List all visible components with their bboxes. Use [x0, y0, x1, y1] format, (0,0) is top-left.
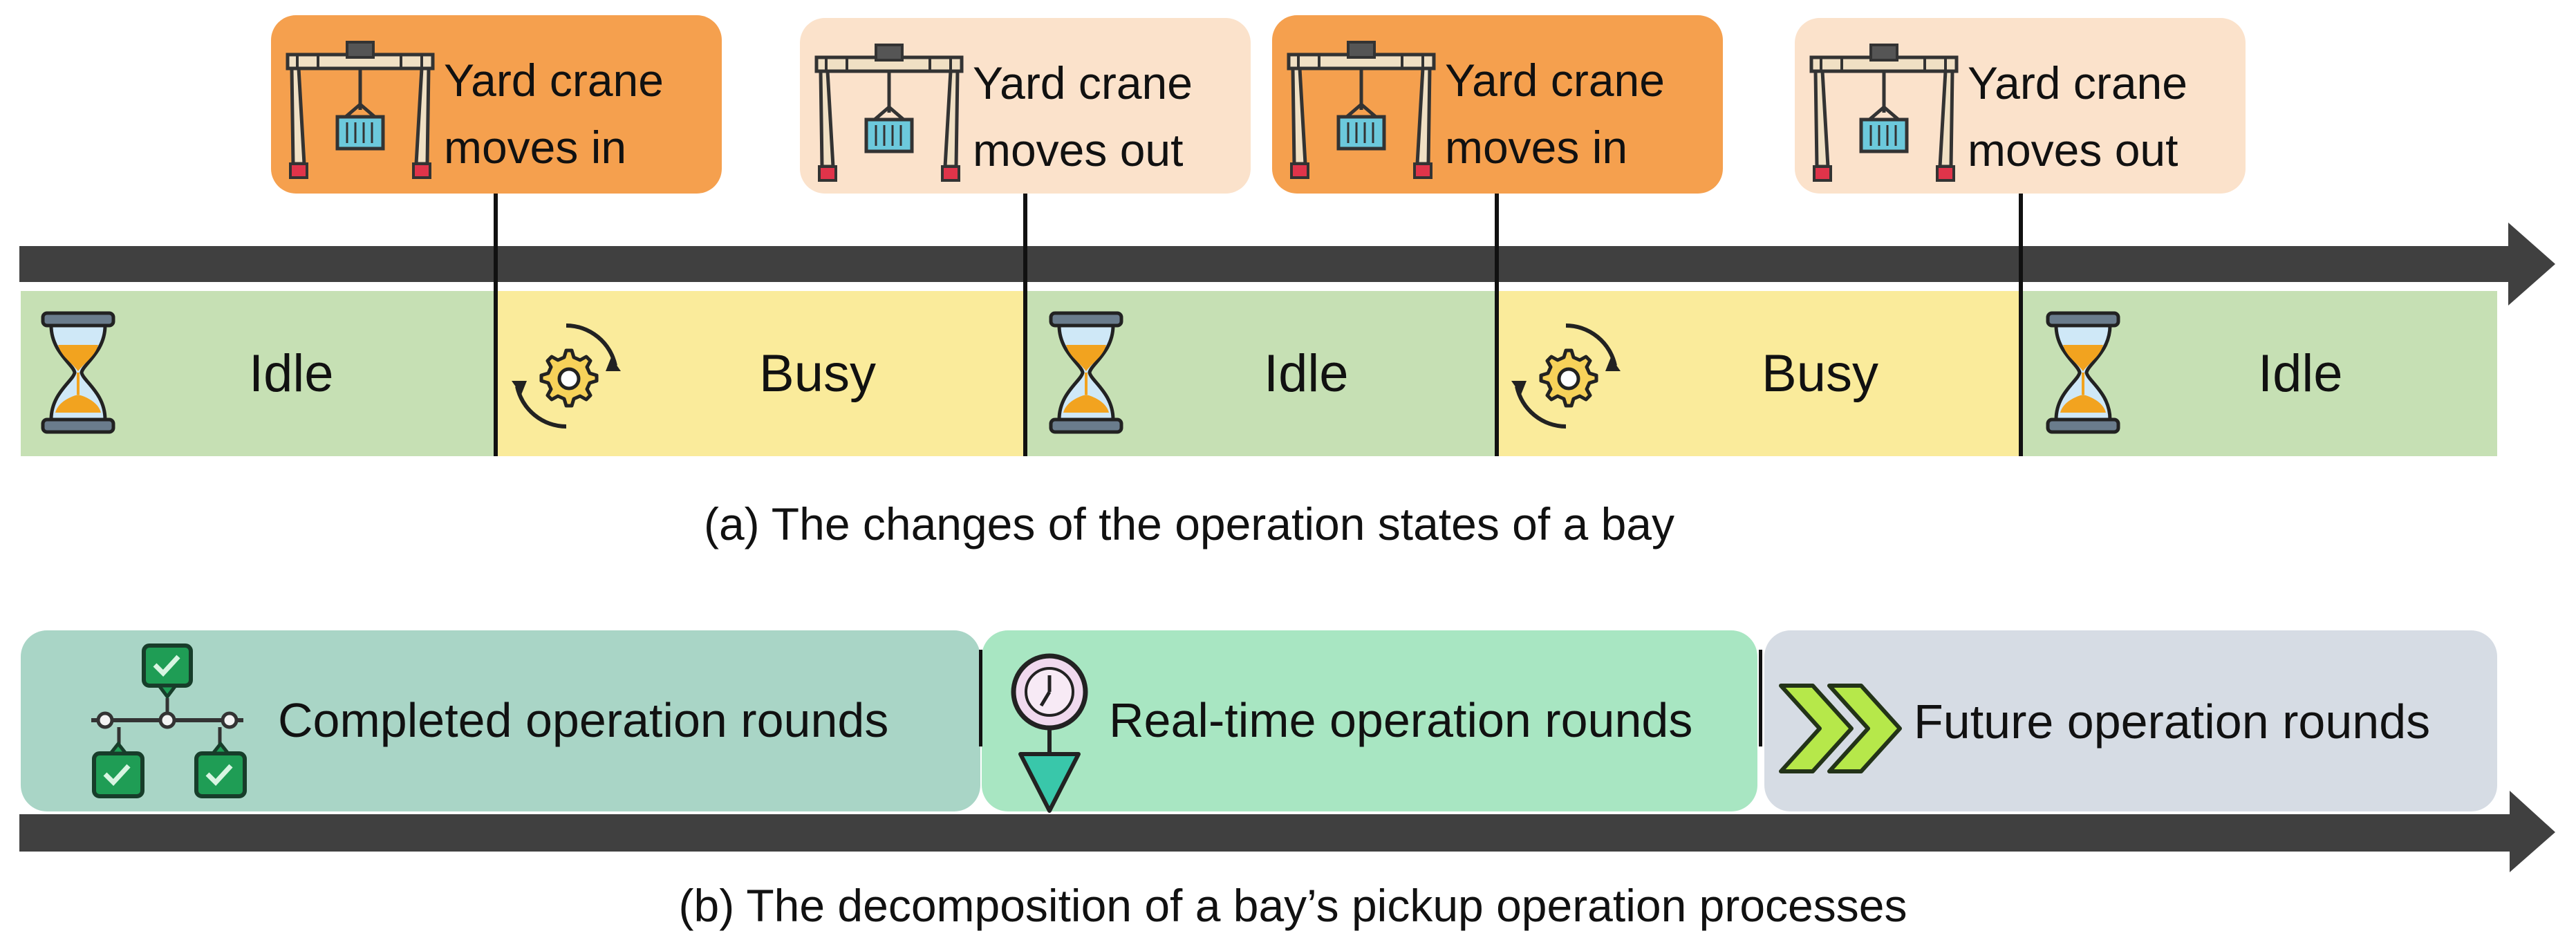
- event-label: Yard crane moves in: [444, 47, 664, 181]
- caption-a: (a) The changes of the operation states …: [703, 498, 1674, 549]
- yard-crane-icon: [1285, 32, 1438, 182]
- caption-b: (b) The decomposition of a bay’s pickup …: [678, 880, 1907, 931]
- event-crane-moves-out-1: Yard crane moves out: [800, 18, 1251, 194]
- timeline-arrow-b: [19, 791, 2555, 872]
- event-label: Yard crane moves out: [973, 50, 1193, 184]
- completed-flow-icon: [84, 643, 250, 809]
- yard-crane-icon: [1807, 35, 1961, 185]
- yard-crane-icon: [812, 35, 966, 185]
- state-segment-idle: Idle: [1026, 291, 1496, 456]
- state-label: Busy: [1762, 344, 1878, 403]
- gear-cycle-icon: [507, 317, 625, 435]
- state-segment-idle: Idle: [2023, 291, 2497, 456]
- event-label-line1: Yard crane: [1968, 57, 2187, 109]
- event-label: Yard crane moves out: [1968, 50, 2187, 184]
- state-segment-idle: Idle: [21, 291, 495, 456]
- state-divider: [494, 243, 498, 456]
- hourglass-icon: [1048, 303, 1124, 442]
- event-label-line1: Yard crane: [1445, 55, 1665, 106]
- round-label: Real-time operation rounds: [1109, 693, 1693, 747]
- event-label-line2: moves in: [1445, 122, 1628, 173]
- round-divider: [979, 650, 982, 746]
- event-label-line1: Yard crane: [444, 55, 664, 106]
- hourglass-icon: [2045, 303, 2121, 442]
- event-connector-line: [2019, 194, 2023, 243]
- round-label: Future operation rounds: [1914, 695, 2431, 749]
- event-crane-moves-out-2: Yard crane moves out: [1795, 18, 2246, 194]
- gear-cycle-icon: [1507, 317, 1625, 435]
- round-real-time: Real-time operation rounds: [982, 630, 1757, 811]
- round-future: Future operation rounds: [1764, 630, 2497, 811]
- event-crane-moves-in-1: Yard crane moves in: [271, 15, 722, 194]
- event-label-line2: moves out: [1968, 124, 2178, 176]
- yard-crane-icon: [283, 32, 437, 182]
- state-segment-busy: Busy: [1499, 291, 2022, 456]
- round-label: Completed operation rounds: [278, 693, 889, 747]
- state-divider: [2019, 243, 2023, 456]
- event-label: Yard crane moves in: [1445, 47, 1665, 181]
- event-label-line2: moves out: [973, 124, 1184, 176]
- timeline-arrow-a: [19, 223, 2555, 306]
- round-completed: Completed operation rounds: [21, 630, 980, 811]
- state-label: Busy: [759, 344, 876, 403]
- state-divider: [1495, 243, 1499, 456]
- event-connector-line: [1023, 194, 1027, 243]
- event-crane-moves-in-2: Yard crane moves in: [1272, 15, 1723, 194]
- hourglass-icon: [40, 303, 116, 442]
- event-connector-line: [494, 194, 498, 243]
- state-label: Idle: [2258, 344, 2343, 403]
- state-divider: [1023, 243, 1027, 456]
- round-divider: [1759, 650, 1762, 746]
- double-chevron-icon: [1777, 680, 1908, 777]
- state-segment-busy: Busy: [498, 291, 1025, 456]
- event-connector-line: [1495, 194, 1499, 243]
- state-label: Idle: [249, 344, 334, 403]
- state-label: Idle: [1264, 344, 1349, 403]
- event-label-line2: moves in: [444, 122, 627, 173]
- event-label-line1: Yard crane: [973, 57, 1193, 109]
